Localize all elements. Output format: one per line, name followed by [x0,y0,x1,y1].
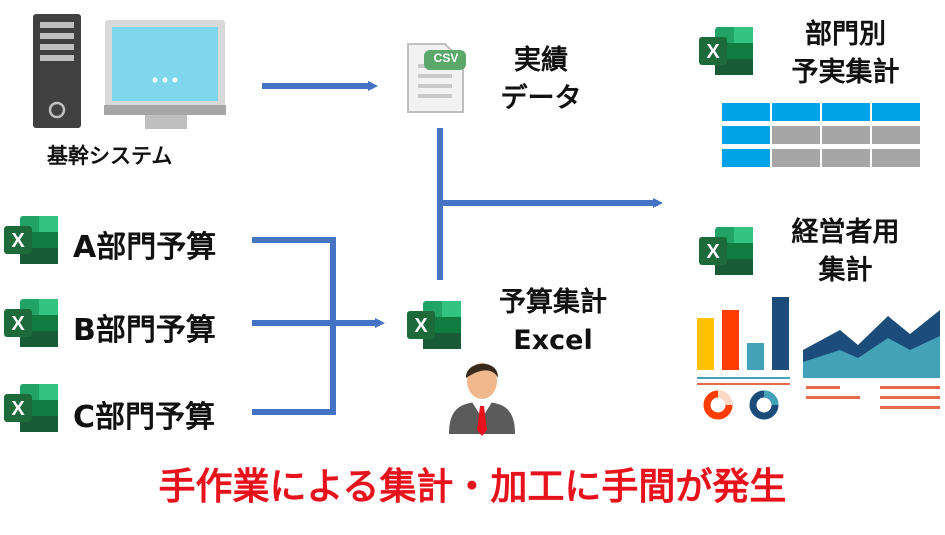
dashboard-charts-icon [697,297,940,420]
actual-data-label: 実績 データ [500,45,582,114]
budget-excel-label: 予算集計 Excel [499,287,607,356]
csv-file-icon [407,43,466,113]
person-icon [449,363,515,436]
footer-message: 手作業による集計・加工に手間が発生 [158,465,787,508]
monitor-icon [104,20,226,129]
excel-icon: X [4,384,58,432]
server-icon [33,14,81,128]
excel-letter: X [706,41,720,63]
excel-icon: X [699,27,753,75]
excel-icon: X [699,227,753,275]
mgmt-summary-label: 経営者用 集計 [791,217,900,286]
excel-icon: X [407,301,461,349]
excel-letter: X [11,313,25,335]
excel-letter: X [706,241,720,263]
csv-badge: CSV [433,51,459,65]
excel-letter: X [11,230,25,252]
arrows [252,81,663,415]
excel-icon: X [4,299,58,347]
table-icon [722,103,920,167]
excel-letter: X [11,398,25,420]
dept-b-budget-label: B部門予算 [73,313,216,348]
dept-summary-label: 部門別 予実集計 [791,19,900,88]
dept-a-budget-label: A部門予算 [73,230,217,265]
core-system-label: 基幹システム [47,144,173,168]
dept-c-budget-label: C部門予算 [73,400,216,435]
excel-letter: X [414,315,428,337]
excel-icon: X [4,216,58,264]
